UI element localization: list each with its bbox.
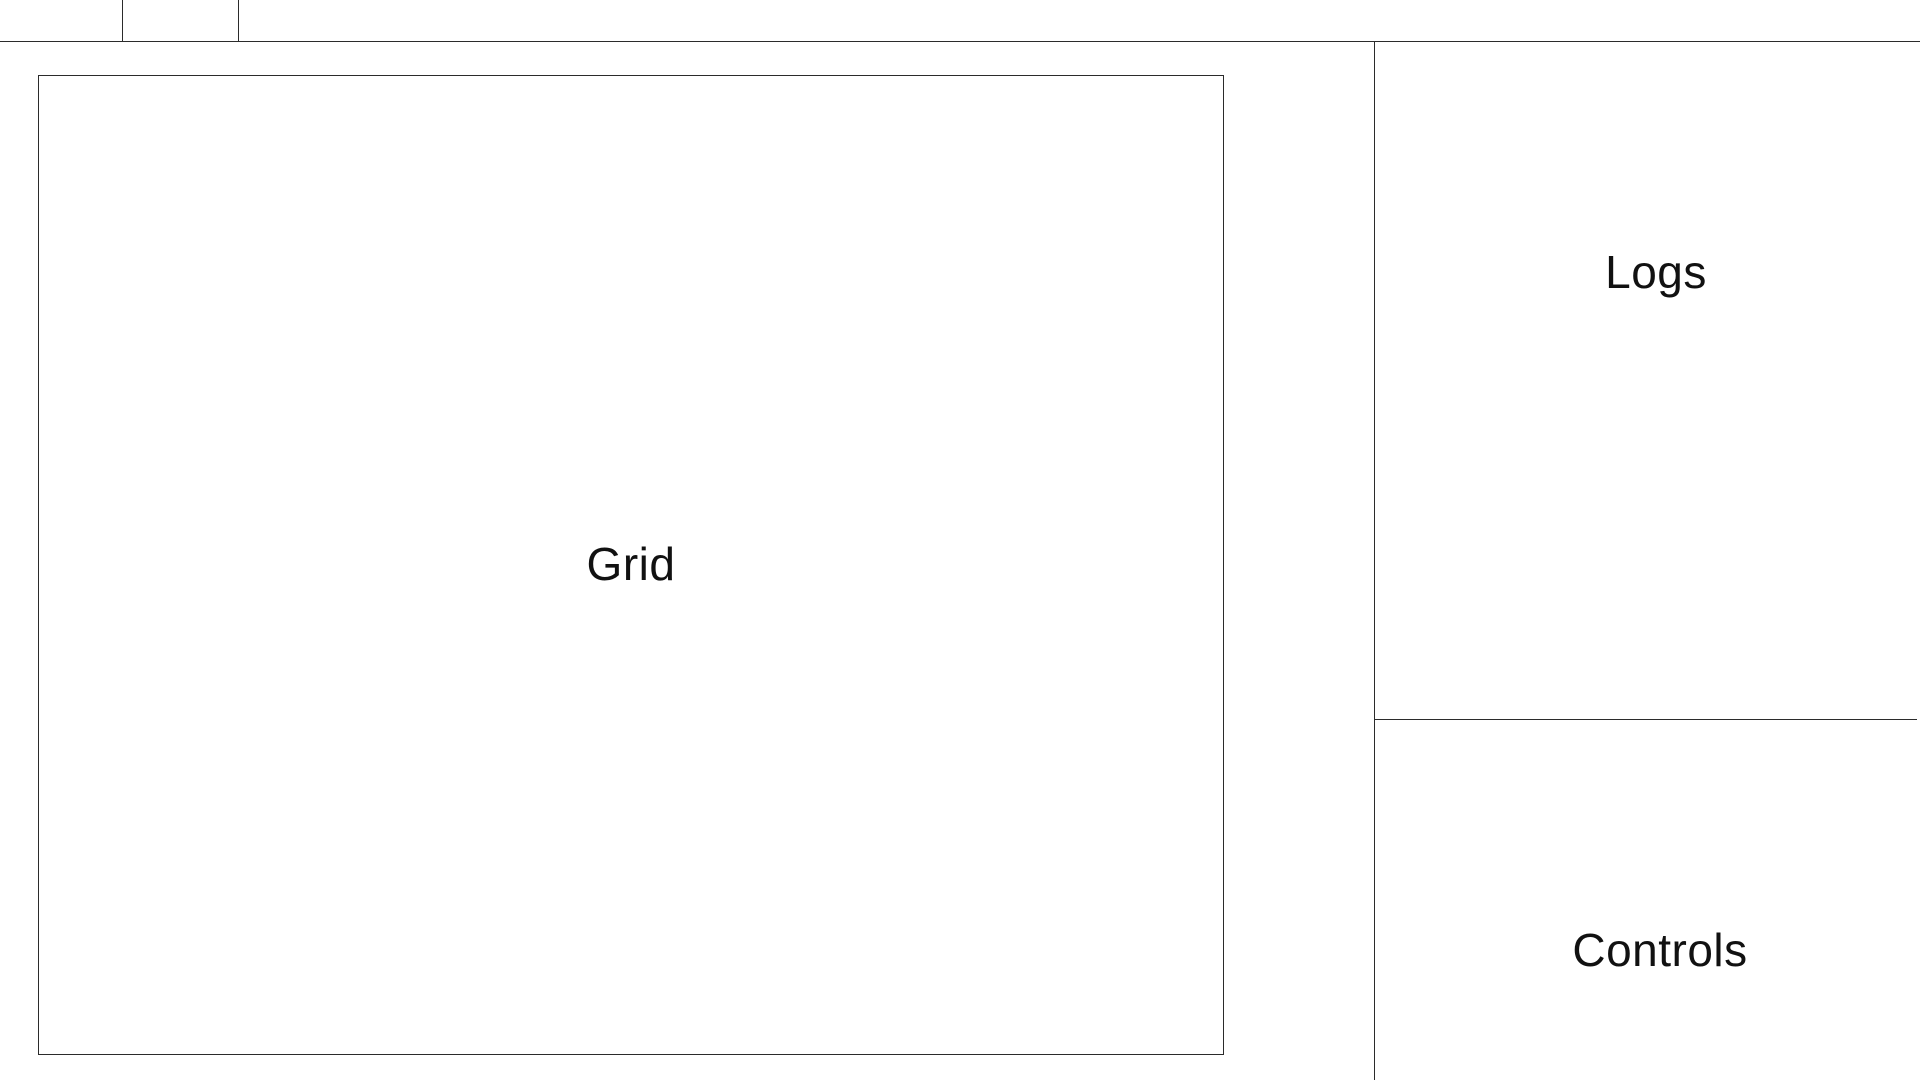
logs-label: Logs: [1605, 246, 1707, 298]
tab-2[interactable]: [123, 0, 239, 42]
grid-label: Grid: [586, 538, 676, 590]
tab-bar: [0, 0, 1920, 42]
logs-panel[interactable]: Logs: [1375, 42, 1917, 720]
grid-panel[interactable]: Grid: [38, 75, 1224, 1055]
controls-label: Controls: [1572, 924, 1748, 976]
controls-panel[interactable]: Controls: [1375, 720, 1920, 1080]
tab-1[interactable]: [0, 0, 123, 42]
right-sidebar: Logs Controls: [1374, 42, 1920, 1080]
